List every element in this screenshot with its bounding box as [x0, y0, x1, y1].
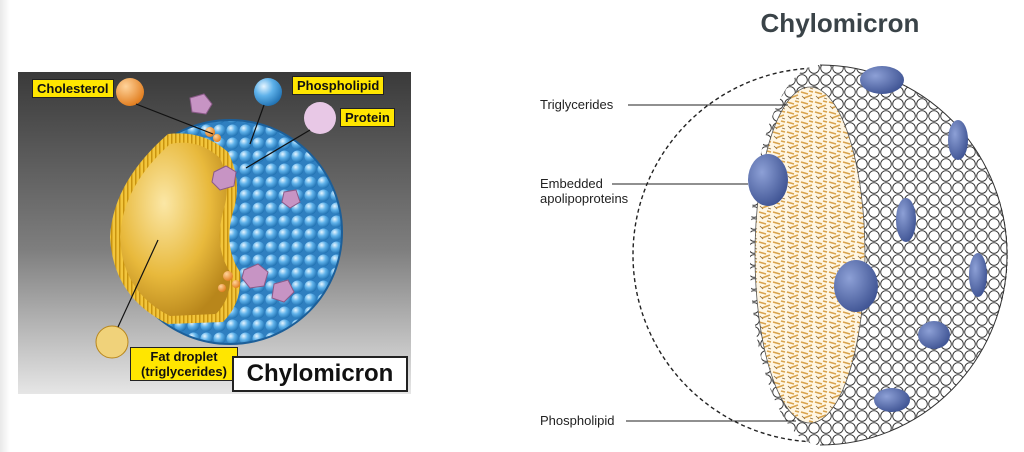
- fat-droplet-label: Fat droplet (triglycerides): [130, 347, 238, 381]
- protein-label: Protein: [340, 108, 395, 127]
- protein-callout-icon: [304, 102, 336, 134]
- cholesterol-callout-icon: [116, 78, 144, 106]
- fat-droplet-callout-icon: [95, 325, 129, 359]
- phospholipid-label: Phospholipid: [292, 76, 385, 95]
- left-caption: Chylomicron: [232, 356, 408, 392]
- triglycerides-label: Triglycerides: [540, 97, 614, 112]
- right-diagram-graphic: [612, 64, 1008, 446]
- fat-droplet-label-line2: (triglycerides): [141, 364, 227, 379]
- apolipoproteins: [748, 66, 987, 412]
- left-edge-shade: [0, 0, 10, 452]
- left-chylomicron-illustration: Cholesterol Phospholipid Protein Fat dro…: [18, 72, 411, 394]
- triglyceride-core: [754, 86, 866, 424]
- right-chylomicron-diagram: Triglycerides Embedded apolipoproteins P…: [520, 50, 1020, 450]
- left-leader-lines: [117, 103, 311, 328]
- apolipoproteins-label: Embedded apolipoproteins: [540, 176, 640, 206]
- fat-droplet: [110, 133, 241, 324]
- fat-droplet-label-line1: Fat droplet: [150, 349, 218, 364]
- cholesterol-blobs: [205, 127, 240, 292]
- phospholipid-callout-icon: [254, 78, 282, 106]
- right-title: Chylomicron: [760, 8, 920, 38]
- cholesterol-label: Cholesterol: [32, 79, 114, 98]
- right-phospholipid-label: Phospholipid: [540, 413, 615, 428]
- right-leader-lines: [612, 104, 796, 422]
- apolipoproteins-label-line1: Embedded: [540, 176, 603, 191]
- apolipoproteins-label-line2: apolipoproteins: [540, 191, 629, 206]
- protein-shapes: [189, 93, 301, 303]
